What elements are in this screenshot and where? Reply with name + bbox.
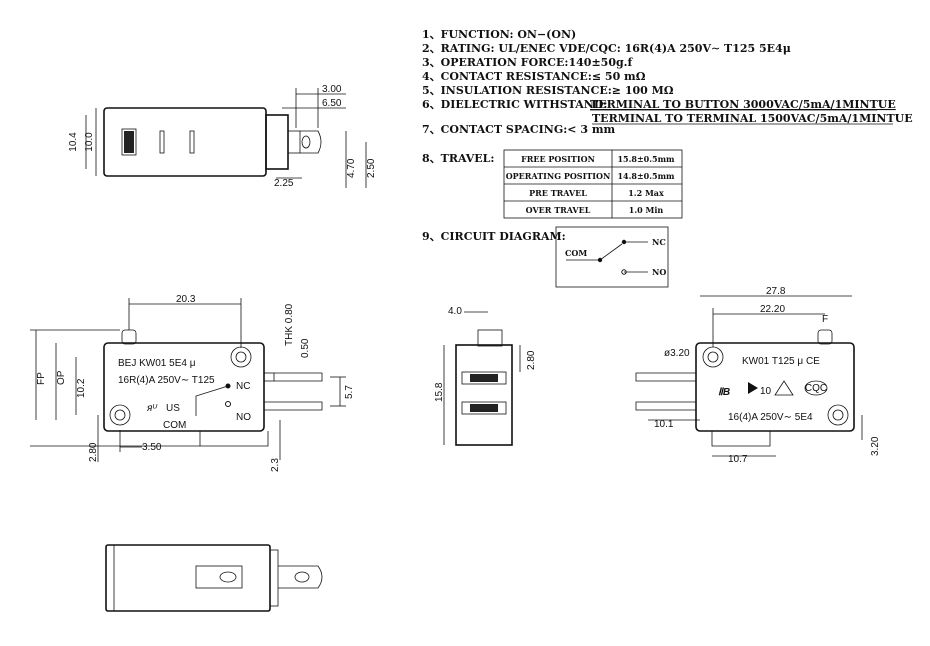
front-us-marking: US [166, 403, 180, 414]
circuit-diagram: COM NC NO [555, 226, 669, 288]
dim-top-3-00: 3.00 [322, 84, 342, 95]
spec-contact-spacing: 7、CONTACT SPACING:< 3 mm [422, 123, 615, 136]
dim-rear-10-1: 10.1 [654, 419, 674, 430]
side-view: 15.8 4.0 2.80 [434, 306, 537, 446]
travel-label-over: OVER TRAVEL [526, 205, 591, 215]
spec-circuit-label: 9、CIRCUIT DIAGRAM: [422, 230, 566, 243]
spec-travel-label: 8、TRAVEL: [422, 152, 494, 165]
front-com-marking: COM [163, 420, 186, 431]
front-view: BEJ KW01 5E4 μ 16R(4)A 250V∼ T125 NC NO … [30, 294, 355, 472]
dim-rear-27-8: 27.8 [766, 286, 786, 297]
spec-list: 1、FUNCTION: ON−(ON) 2、RATING: UL/ENEC VD… [422, 28, 913, 243]
spec-insulation-resistance: 5、INSULATION RESISTANCE:≥ 100 MΩ [422, 84, 674, 97]
travel-value-operating: 14.8±0.5mm [617, 171, 675, 181]
dim-front-20-3: 20.3 [176, 294, 196, 305]
spec-operation-force: 3、OPERATION FORCE:140±50g.f [422, 56, 634, 69]
dim-front-0-50: 0.50 [300, 338, 311, 358]
travel-table: FREE POSITION 15.8±0.5mm OPERATING POSIT… [503, 149, 683, 219]
bej-logo-icon: ⅡB [718, 387, 730, 398]
dim-front-fp: FP [36, 372, 47, 385]
rear-rating-marking: 16(4)A 250V∼ 5E4 [728, 412, 813, 423]
dim-front-2-3: 2.3 [270, 458, 281, 472]
rear-model-marking: KW01 T125 μ CE [742, 356, 820, 367]
spec-dielectric-line2: TERMINAL TO TERMINAL 1500VAC/5mA/1MINTUE [592, 112, 913, 125]
dim-front-5-7: 5.7 [344, 385, 355, 399]
dim-rear-22-20: 22.20 [760, 304, 785, 315]
dim-top-6-50: 6.50 [322, 98, 342, 109]
front-model-marking: BEJ KW01 5E4 μ [118, 358, 196, 369]
dim-top-2-25: 2.25 [274, 178, 294, 189]
travel-value-free: 15.8±0.5mm [617, 154, 675, 164]
dim-front-10-2: 10.2 [76, 378, 87, 398]
dim-rear-f: F [822, 314, 828, 325]
dim-top-4-70: 4.70 [346, 158, 357, 178]
dim-side-15-8: 15.8 [434, 382, 445, 402]
travel-value-over: 1.0 Min [629, 205, 664, 215]
rear-10-marking: 10 [760, 386, 772, 397]
circuit-no-label: NO [652, 267, 666, 277]
dim-side-4-0: 4.0 [448, 306, 462, 317]
spec-function: 1、FUNCTION: ON−(ON) [422, 28, 576, 41]
vde-logo-icon [748, 382, 758, 394]
dim-rear-3-20: 3.20 [870, 436, 881, 456]
travel-value-pre: 1.2 Max [628, 188, 664, 198]
dim-top-10-4: 10.4 [68, 132, 79, 152]
travel-label-operating: OPERATING POSITION [506, 171, 611, 181]
travel-label-pre: PRE TRAVEL [529, 188, 587, 198]
dim-side-2-80: 2.80 [526, 350, 537, 370]
travel-label-free: FREE POSITION [521, 154, 595, 164]
front-no-marking: NO [236, 412, 251, 423]
bottom-view [105, 544, 323, 612]
spec-rating: 2、RATING: UL/ENEC VDE/CQC: 16R(4)A 250V∼… [422, 42, 791, 55]
dim-rear-dia-3-20: ø3.20 [664, 348, 690, 359]
top-view: 10.4 10.0 3.00 6.50 2.25 4.70 2.50 [68, 84, 377, 189]
dim-front-op: OP [56, 370, 67, 385]
enec-triangle-icon [774, 380, 794, 396]
front-nc-marking: NC [236, 381, 250, 392]
front-rating-marking: 16R(4)A 250V∼ T125 [118, 375, 215, 386]
spec-dielectric-line1: TERMINAL TO BUTTON 3000VAC/5mA/1MINTUE [590, 98, 896, 111]
ul-logo-icon: ᴙᵁ [146, 403, 158, 414]
dim-front-2-80: 2.80 [88, 442, 99, 462]
rear-cqc-marking: CQC [805, 383, 827, 394]
dim-front-thk: THK 0.80 [284, 303, 295, 346]
dim-top-10-0: 10.0 [84, 132, 95, 152]
circuit-nc-label: NC [652, 237, 666, 247]
dim-front-3-50: 3.50 [142, 442, 162, 453]
rear-view: KW01 T125 μ CE ⅡB 10 CQC 16(4)A 250V∼ 5E… [635, 286, 881, 465]
dim-rear-10-7: 10.7 [728, 454, 748, 465]
circuit-com-label: COM [565, 248, 587, 258]
dim-top-2-50: 2.50 [366, 158, 377, 178]
spec-dielectric-label: 6、DIELECTRIC WITHSTAND: [422, 98, 607, 111]
spec-contact-resistance: 4、CONTACT RESISTANCE:≤ 50 mΩ [422, 70, 646, 83]
